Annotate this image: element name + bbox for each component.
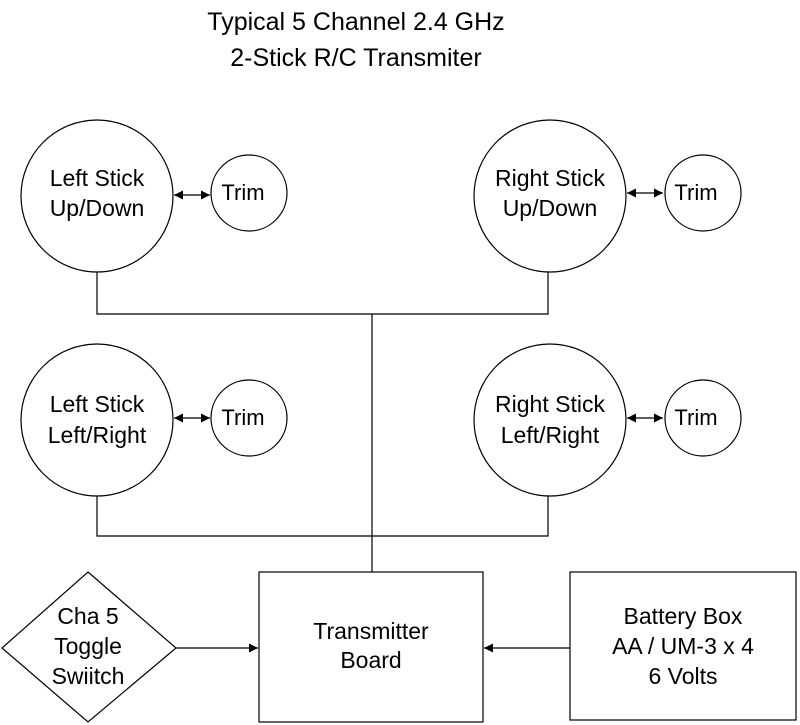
channel5-toggle-switch: Cha 5 Toggle Swiitch	[1, 571, 177, 723]
right-stick-up-down: Right Stick Up/Down	[473, 119, 627, 273]
toggle-switch-label-1: Cha 5	[57, 603, 118, 629]
trim-right-up-down: Trim	[664, 154, 742, 232]
toggle-switch-label-3: Swiitch	[52, 663, 125, 689]
battery-box-label-2: AA / UM-3 x 4	[612, 633, 754, 659]
left-stick-left-right-circle	[20, 343, 174, 497]
trim-right-left-right-circle	[664, 379, 742, 457]
wire-updown-bus	[96, 272, 549, 315]
right-stick-left-right-label-1: Right Stick	[495, 391, 605, 417]
transmitter-board: Transmitter Board	[258, 571, 484, 723]
right-stick-left-right-label-2: Left/Right	[501, 422, 600, 448]
transmitter-board-label-2: Board	[340, 647, 401, 673]
battery-box-label-3: 6 Volts	[648, 663, 717, 689]
trim-right-left-right-label: Trim	[674, 405, 717, 430]
left-stick-up-down-circle	[20, 119, 174, 273]
battery-box: Battery Box AA / UM-3 x 4 6 Volts	[569, 571, 797, 721]
left-stick-left-right: Left Stick Left/Right	[20, 343, 174, 497]
trim-left-left-right-circle	[210, 379, 288, 457]
diagram-title-line2: 2-Stick R/C Transmiter	[230, 44, 481, 72]
trim-right-up-down-circle	[664, 154, 742, 232]
right-stick-up-down-label-2: Up/Down	[503, 195, 598, 221]
right-stick-up-down-label-1: Right Stick	[495, 165, 605, 191]
right-stick-left-right: Right Stick Left/Right	[473, 343, 627, 497]
connection-wires	[96, 272, 549, 572]
wire-leftright-bus	[96, 496, 549, 537]
trim-left-left-right-label: Trim	[221, 405, 264, 430]
battery-box-label-1: Battery Box	[624, 603, 743, 629]
right-stick-up-down-circle	[473, 119, 627, 273]
left-stick-up-down-label-1: Left Stick	[50, 165, 145, 191]
transmitter-board-label-1: Transmitter	[313, 618, 429, 644]
diagram-title-line1: Typical 5 Channel 2.4 GHz	[207, 8, 504, 36]
left-stick-up-down: Left Stick Up/Down	[20, 119, 174, 273]
transmitter-board-box	[258, 571, 484, 723]
toggle-switch-diamond	[1, 571, 177, 723]
left-stick-left-right-label-1: Left Stick	[50, 391, 145, 417]
trim-left-up-down: Trim	[210, 154, 288, 232]
left-stick-left-right-label-2: Left/Right	[48, 422, 147, 448]
battery-box-rect	[569, 571, 797, 721]
right-stick-left-right-circle	[473, 343, 627, 497]
trim-right-up-down-label: Trim	[674, 180, 717, 205]
trim-left-up-down-label: Trim	[221, 180, 264, 205]
trim-left-up-down-circle	[210, 154, 288, 232]
left-stick-up-down-label-2: Up/Down	[50, 195, 145, 221]
toggle-switch-label-2: Toggle	[54, 633, 122, 659]
trim-left-left-right: Trim	[210, 379, 288, 457]
trim-right-left-right: Trim	[664, 379, 742, 457]
